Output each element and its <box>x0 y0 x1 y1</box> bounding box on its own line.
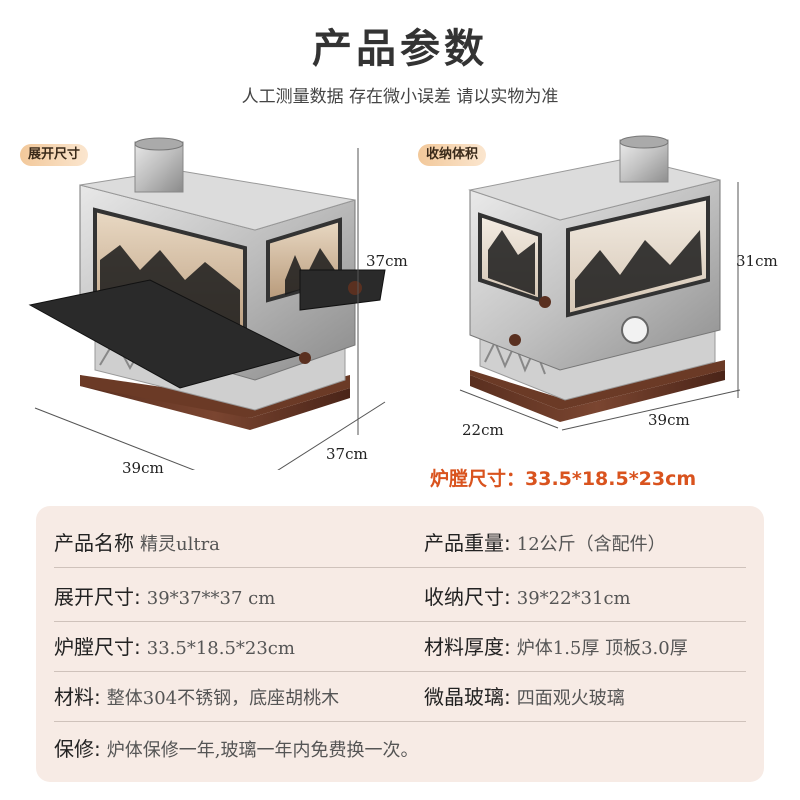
page-title: 产品参数 <box>312 26 488 72</box>
spec-value: 四面观火玻璃 <box>516 688 625 709</box>
chamber-size-highlight: 炉膛尺寸：33.5*18.5*23cm <box>430 468 697 490</box>
stowed-depth-label: 22cm <box>462 421 504 439</box>
spec-row: 保修:炉体保修一年,玻璃一年内免费换一次。 <box>54 724 746 774</box>
expanded-height-label: 37cm <box>366 252 408 270</box>
expanded-size-badge: 展开尺寸 <box>20 144 89 166</box>
page-subtitle: 人工测量数据 存在微小误差 请以实物为准 <box>241 87 559 107</box>
row-divider <box>54 721 746 722</box>
spec-label: 收纳尺寸: <box>424 585 511 609</box>
spec-value: 12公斤（含配件） <box>516 534 666 555</box>
row-divider <box>54 621 746 622</box>
row-divider <box>54 567 746 568</box>
expanded-stove-image <box>28 137 386 470</box>
spec-label: 展开尺寸: <box>54 585 141 609</box>
spec-value: 39*37**37 cm <box>146 588 276 609</box>
spec-row: 炉膛尺寸:33.5*18.5*23cm 材料厚度:炉体1.5厚 顶板3.0厚 <box>54 622 746 672</box>
spec-label: 炉膛尺寸: <box>54 635 141 659</box>
stowed-width-label: 39cm <box>648 411 690 429</box>
spec-label: 保修: <box>54 737 101 761</box>
spec-label: 材料厚度: <box>424 635 511 659</box>
spec-table: 产品名称精灵ultra 产品重量:12公斤（含配件） 展开尺寸:39*37**3… <box>36 506 764 782</box>
spec-label: 产品名称 <box>54 531 134 555</box>
spec-value: 炉体1.5厚 顶板3.0厚 <box>516 638 688 659</box>
spec-value: 精灵ultra <box>140 534 220 555</box>
spec-value: 39*22*31cm <box>516 588 631 609</box>
row-divider <box>54 671 746 672</box>
spec-value: 炉体保修一年,玻璃一年内免费换一次。 <box>106 740 419 761</box>
spec-label: 微晶玻璃: <box>424 685 511 709</box>
spec-row: 产品名称精灵ultra 产品重量:12公斤（含配件） <box>54 518 746 568</box>
expanded-width-label: 39cm <box>122 459 164 477</box>
expanded-depth-label: 37cm <box>326 445 368 463</box>
spec-label: 产品重量: <box>424 531 511 555</box>
spec-label: 材料: <box>54 685 101 709</box>
stowed-size-badge: 收纳体积 <box>418 144 487 166</box>
spec-value: 整体304不锈钢，底座胡桃木 <box>106 688 340 709</box>
stowed-stove-image <box>459 135 741 431</box>
spec-value: 33.5*18.5*23cm <box>146 638 295 659</box>
spec-row: 展开尺寸:39*37**37 cm 收纳尺寸:39*22*31cm <box>54 572 746 622</box>
stowed-height-label: 31cm <box>736 252 778 270</box>
spec-row: 材料:整体304不锈钢，底座胡桃木 微晶玻璃:四面观火玻璃 <box>54 672 746 722</box>
